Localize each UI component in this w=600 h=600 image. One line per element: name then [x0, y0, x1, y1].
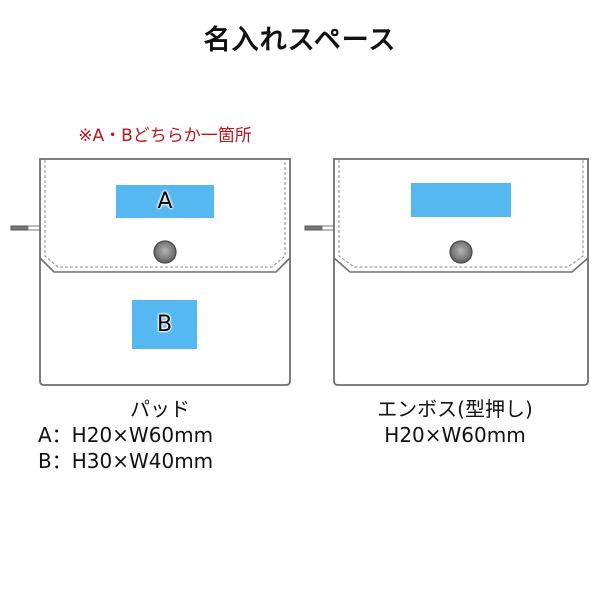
page-title: 名入れスペース [203, 25, 397, 56]
pad-spec-b: B：H30×W40mm [38, 449, 214, 473]
pad-pouch-diagram: A B [10, 155, 291, 386]
pad-caption-title: パッド [130, 397, 190, 421]
placement-note: ※A・Bどちらか一箇所 [78, 126, 252, 146]
imprint-area-b: B [132, 300, 197, 349]
imprint-area-a: A [116, 185, 214, 218]
emboss-caption-title: エンボス(型押し) [377, 397, 533, 421]
emboss-caption: エンボス(型押し) H20×W60mm [320, 396, 590, 448]
area-a-label: A [157, 189, 173, 214]
pad-caption: パッド A：H20×W60mm B：H30×W40mm [20, 396, 300, 474]
emboss-pouch-diagram [304, 155, 589, 386]
pad-spec-a: A：H20×W60mm [38, 423, 214, 447]
imprint-area-emboss [411, 183, 511, 217]
area-b-label: B [156, 312, 173, 337]
pouch-outline-icon [10, 158, 291, 386]
pouch-outline-icon [304, 158, 589, 386]
emboss-spec: H20×W60mm [384, 423, 526, 447]
